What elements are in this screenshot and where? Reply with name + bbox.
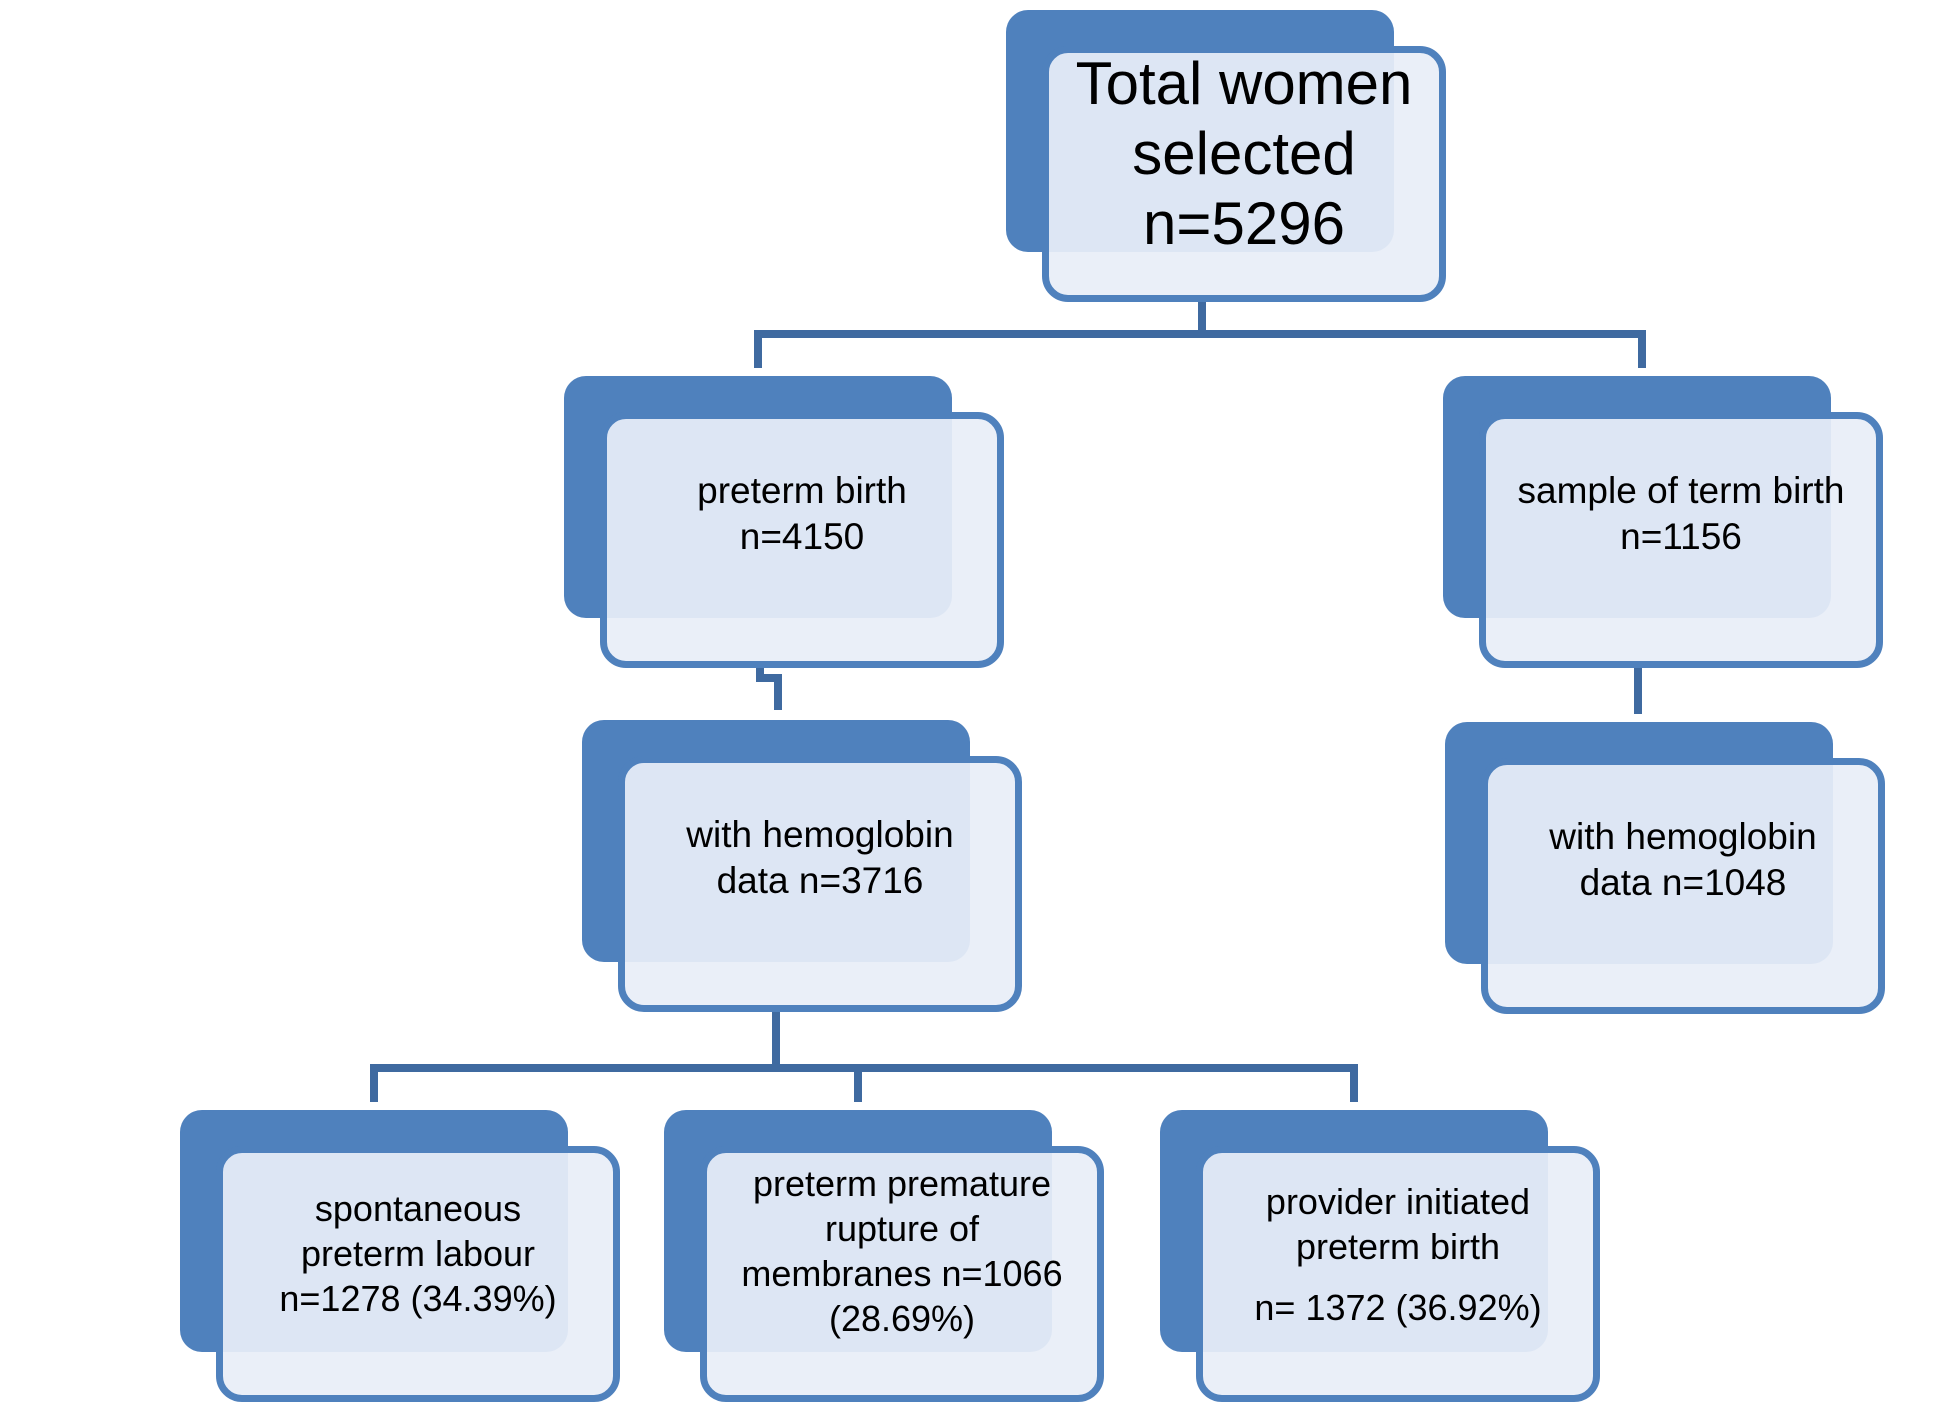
connector-total-stem	[1198, 298, 1206, 334]
node-text-line: data n=3716	[716, 860, 924, 901]
node-face	[1479, 412, 1883, 668]
node-text-line: (28.69%)	[828, 1298, 976, 1339]
node-text-line: n=1278 (34.39%)	[279, 1277, 557, 1319]
node-text-line: sample of term birth	[1517, 470, 1845, 511]
node-total-women: Total women selected n=5296	[1006, 10, 1446, 302]
node-face	[1042, 46, 1446, 302]
node-text-line: n= 1372 (36.92%)	[1254, 1286, 1542, 1328]
connector-to-prom	[854, 1064, 862, 1102]
node-face	[700, 1146, 1104, 1402]
connector-to-preterm	[754, 330, 762, 368]
node-text-line: data n=1048	[1579, 862, 1787, 903]
node-text-line: n=1156	[1620, 516, 1742, 557]
node-text-line: preterm premature	[752, 1163, 1052, 1204]
node-face	[600, 412, 1004, 668]
node-label: with hemoglobin data n=3716	[618, 756, 1022, 1012]
node-label: spontaneous preterm labour n=1278 (34.39…	[216, 1146, 620, 1402]
node-text-line: selected	[1132, 120, 1356, 187]
node-preterm-premature-rupture: preterm premature rupture of membranes n…	[664, 1110, 1104, 1402]
node-preterm-hemoglobin: with hemoglobin data n=3716	[582, 720, 1022, 1012]
node-face	[1481, 758, 1885, 1014]
node-spontaneous-preterm-labour: spontaneous preterm labour n=1278 (34.39…	[180, 1110, 620, 1402]
node-label: with hemoglobin data n=1048	[1481, 758, 1885, 1014]
node-face	[618, 756, 1022, 1012]
node-label: preterm premature rupture of membranes n…	[700, 1146, 1104, 1402]
node-text-line: provider initiated	[1265, 1180, 1531, 1222]
connector-bottom-bar	[370, 1064, 1358, 1072]
connector-term-to-hb	[1634, 664, 1642, 714]
connector-to-term	[1638, 330, 1646, 368]
connector-to-spontaneous	[370, 1064, 378, 1102]
node-text-line: rupture of	[824, 1208, 980, 1249]
node-term-hemoglobin: with hemoglobin data n=1048	[1445, 722, 1885, 1014]
node-preterm-birth: preterm birth n=4150	[564, 376, 1004, 668]
connector-top-bar	[754, 330, 1646, 338]
connector-preterm-to-hb-lower	[774, 674, 782, 710]
connector-preterm-to-hb-upper	[756, 664, 764, 678]
node-text-line: with hemoglobin	[1549, 816, 1817, 857]
connector-preterm-to-hb-step	[756, 674, 782, 682]
connector-to-provider	[1350, 1064, 1358, 1102]
node-text-line: n=4150	[739, 516, 865, 557]
node-term-birth: sample of term birth n=1156	[1443, 376, 1883, 668]
node-text-line: Total women	[1075, 50, 1413, 117]
node-face	[1196, 1146, 1600, 1402]
node-text-line: spontaneous	[314, 1187, 522, 1229]
node-label: Total women selected n=5296	[1042, 46, 1446, 302]
node-text-line: n=5296	[1143, 190, 1345, 257]
node-text-line: with hemoglobin	[686, 814, 954, 855]
connector-hb-stem	[772, 1008, 780, 1070]
node-face	[216, 1146, 620, 1402]
node-text-line: membranes n=1066	[741, 1253, 1063, 1294]
node-text-line: preterm birth	[697, 470, 907, 511]
node-text-line: preterm birth	[1295, 1225, 1501, 1267]
node-label: provider initiated preterm birth n= 1372…	[1196, 1146, 1600, 1402]
node-text-line: preterm labour	[300, 1232, 536, 1274]
node-label: sample of term birth n=1156	[1479, 412, 1883, 668]
node-provider-initiated: provider initiated preterm birth n= 1372…	[1160, 1110, 1600, 1402]
node-label: preterm birth n=4150	[600, 412, 1004, 668]
